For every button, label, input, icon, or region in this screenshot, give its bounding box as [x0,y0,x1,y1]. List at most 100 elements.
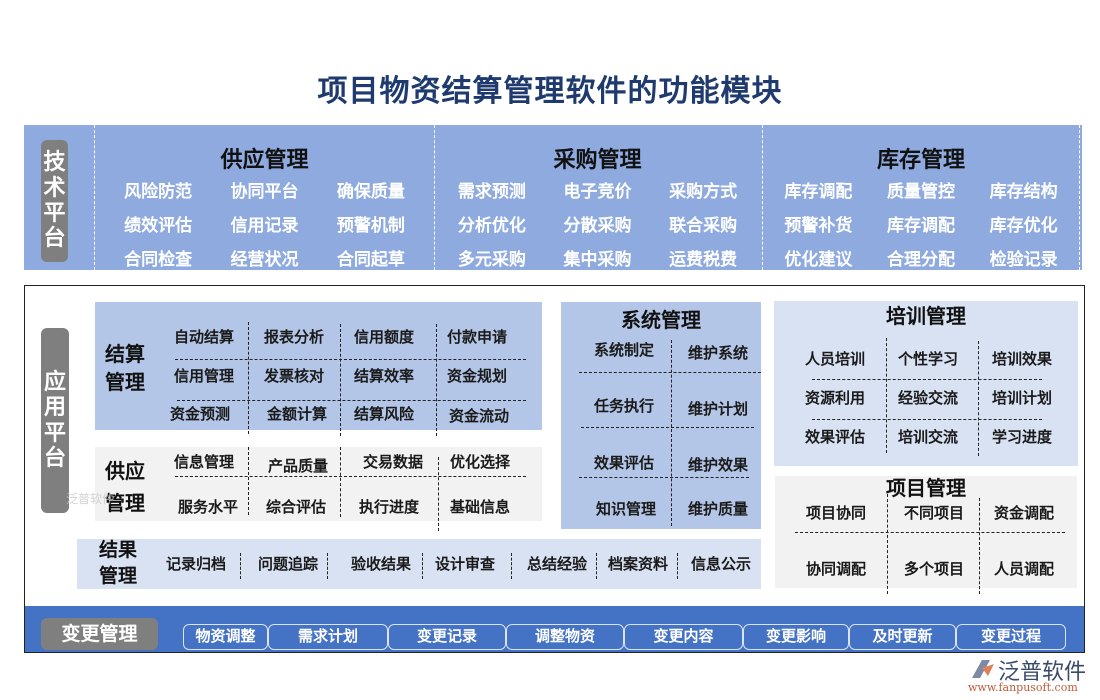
label-char: 技 [43,150,66,176]
tech-item: 经营状况 [230,250,299,270]
settlement-item: 自动结算 [173,328,234,346]
title-line: 管理 [105,491,145,515]
block-title: 结算 管理 [105,340,145,396]
divider [248,447,249,515]
supply-block: 供应 管理 信息管理 产品质量 交易数据 优化选择 服务水平 综合评估 执行进度… [95,447,542,531]
supply-item: 交易数据 [362,453,423,471]
title-line: 供应 [105,459,145,483]
label-char: 应 [43,369,66,395]
results-block: 结果 管理 记录归档 问题追踪 验收结果 设计审查 总结经验 档案资料 信息公示 [77,539,761,589]
settlement-item: 结算效率 [353,367,414,385]
supply-item: 执行进度 [358,498,419,516]
system-item: 效果评估 [593,454,654,472]
settlement-item: 金额计算 [266,405,327,423]
divider [671,340,672,526]
tech-item: 分析优化 [457,216,526,236]
divider [240,553,241,579]
change-item: 调整物资 [506,624,624,650]
title-line: 结算 [105,342,145,366]
system-item: 维护质量 [687,500,748,518]
project-item: 多个项目 [903,560,964,578]
supply-item: 产品质量 [267,457,328,475]
supply-item: 优化选择 [449,453,510,471]
label-char: 平 [43,420,66,446]
change-item: 变更过程 [956,624,1066,650]
tech-item: 检验记录 [989,250,1058,270]
tech-item: 电子竞价 [563,182,632,202]
settlement-item: 结算风险 [353,405,414,423]
page-title: 项目物资结算管理软件的功能模块 [317,74,783,109]
settlement-block: 结算 管理 自动结算 报表分析 信用额度 付款申请 信用管理 发票核对 结算效率… [95,302,542,436]
training-item: 经验交流 [897,389,958,407]
training-block: 培训管理 人员培训 个性学习 培训效果 资源利用 经验交流 培训计划 效果评估 … [774,301,1078,466]
tech-item: 联合采购 [669,216,738,236]
divider [438,457,439,531]
divider [581,427,754,428]
divider [436,324,437,436]
system-item: 任务执行 [593,397,654,415]
tech-item: 绩效评估 [124,216,193,236]
divider [175,359,526,360]
training-item: 培训效果 [991,350,1052,368]
change-item: 变更记录 [388,624,506,650]
column-title: 库存管理 [876,148,965,173]
change-item: 需求计划 [268,624,388,650]
brand-url: www.fanpusoft.com [968,681,1078,694]
training-item: 人员培训 [804,350,865,368]
divider [596,553,597,579]
divider [795,532,1065,533]
divider [511,553,512,579]
divider [579,372,761,373]
system-item: 知识管理 [595,500,656,518]
system-item: 维护计划 [687,400,748,418]
project-item: 协同调配 [805,560,866,578]
divider [887,494,888,594]
divider [327,553,328,579]
results-item: 记录归档 [165,555,226,573]
project-item: 资金调配 [993,504,1054,522]
tech-item: 集中采购 [563,250,632,270]
tech-item: 库存调配 [784,182,853,202]
change-management-label: 变更管理 [41,618,158,650]
system-block: 系统管理 系统制定 维护系统 任务执行 维护计划 效果评估 维护效果 知识管理 … [561,302,761,529]
training-item: 学习进度 [991,428,1052,446]
divider [579,477,749,478]
block-title: 结果 管理 [99,537,137,589]
tech-column-procurement: 采购管理 需求预测 电子竞价 采购方式 分析优化 分散采购 联合采购 多元采购 … [434,125,760,270]
project-item: 不同项目 [903,504,964,522]
tech-item: 风险防范 [124,182,193,202]
tech-item: 合同检查 [124,250,193,270]
divider [422,553,423,579]
results-item: 问题追踪 [257,555,318,573]
tech-item: 协同平台 [230,182,299,202]
divider [248,322,249,434]
change-item: 变更内容 [624,624,743,650]
tech-item: 预警机制 [336,216,405,236]
tech-item: 库存优化 [989,216,1058,236]
divider [886,338,887,453]
results-item: 设计审查 [434,555,495,573]
brand-logo: 泛普软件 www.fanpusoft.com [968,654,1093,698]
project-block: 项目管理 项目协同 不同项目 资金调配 协同调配 多个项目 人员调配 [775,476,1077,594]
change-item: 及时更新 [849,624,956,650]
tech-item: 运费税费 [669,250,738,270]
brand-name: 泛普软件 [998,660,1087,685]
divider [340,324,341,436]
tech-item: 优化建议 [784,250,853,270]
settlement-item: 发票核对 [263,367,324,385]
results-item: 总结经验 [526,555,587,573]
divider [812,419,1042,420]
column-title: 采购管理 [553,148,642,173]
system-item: 系统制定 [593,341,654,359]
title-line: 结果 [99,539,138,561]
divider [177,400,526,401]
training-item: 培训计划 [991,389,1052,407]
project-item: 项目协同 [805,504,866,522]
block-title: 供应 管理 [105,457,145,517]
block-title: 系统管理 [621,308,701,332]
project-item: 人员调配 [993,560,1054,578]
app-platform-frame: 应 用 平 台 结算 管理 自动结算 报表分析 信用额度 付款申请 信用管理 发… [24,285,1085,653]
tech-item: 库存调配 [886,216,955,236]
tech-column-inventory: 库存管理 库存调配 质量管控 库存结构 预警补货 库存调配 库存优化 优化建议 … [762,125,1080,270]
change-item: 物资调整 [183,624,268,650]
